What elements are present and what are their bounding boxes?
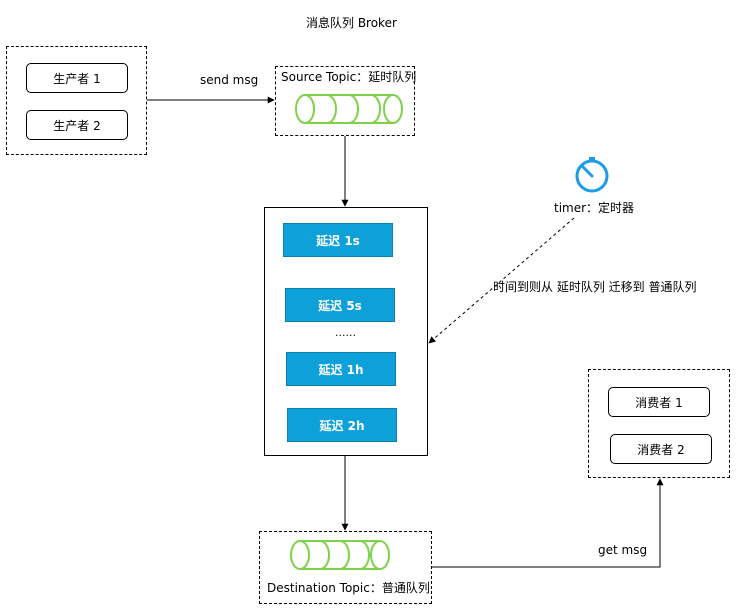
get-msg-label: get msg xyxy=(598,543,648,557)
source-queue-icon xyxy=(295,94,403,124)
consumer-2[interactable]: 消费者 2 xyxy=(610,434,712,464)
delay-2h[interactable]: 延迟 2h xyxy=(287,408,397,442)
producer-1[interactable]: 生产者 1 xyxy=(26,63,128,93)
diagram-title: 消息队列 Broker xyxy=(306,16,397,30)
migrate-label: 时间到则从 延时队列 迁移到 普通队列 xyxy=(493,280,697,294)
timer-migrate-arrow xyxy=(428,217,575,344)
timer-label: timer：定时器 xyxy=(554,201,635,215)
send-msg-label: send msg xyxy=(200,73,259,87)
get-msg-arrow xyxy=(432,478,664,568)
delay-1h[interactable]: 延迟 1h xyxy=(286,352,396,386)
destination-topic-label: Destination Topic：普通队列 xyxy=(267,581,430,595)
delay-ellipsis: ...... xyxy=(335,326,356,339)
destination-queue-icon xyxy=(290,540,390,570)
source-topic-label: Source Topic：延时队列 xyxy=(281,70,417,84)
consumer-1[interactable]: 消费者 1 xyxy=(608,387,710,417)
timer-icon xyxy=(575,157,609,193)
producer-2[interactable]: 生产者 2 xyxy=(26,110,128,140)
delay-5s[interactable]: 延迟 5s xyxy=(285,288,395,322)
delay-1s[interactable]: 延迟 1s xyxy=(283,223,393,257)
